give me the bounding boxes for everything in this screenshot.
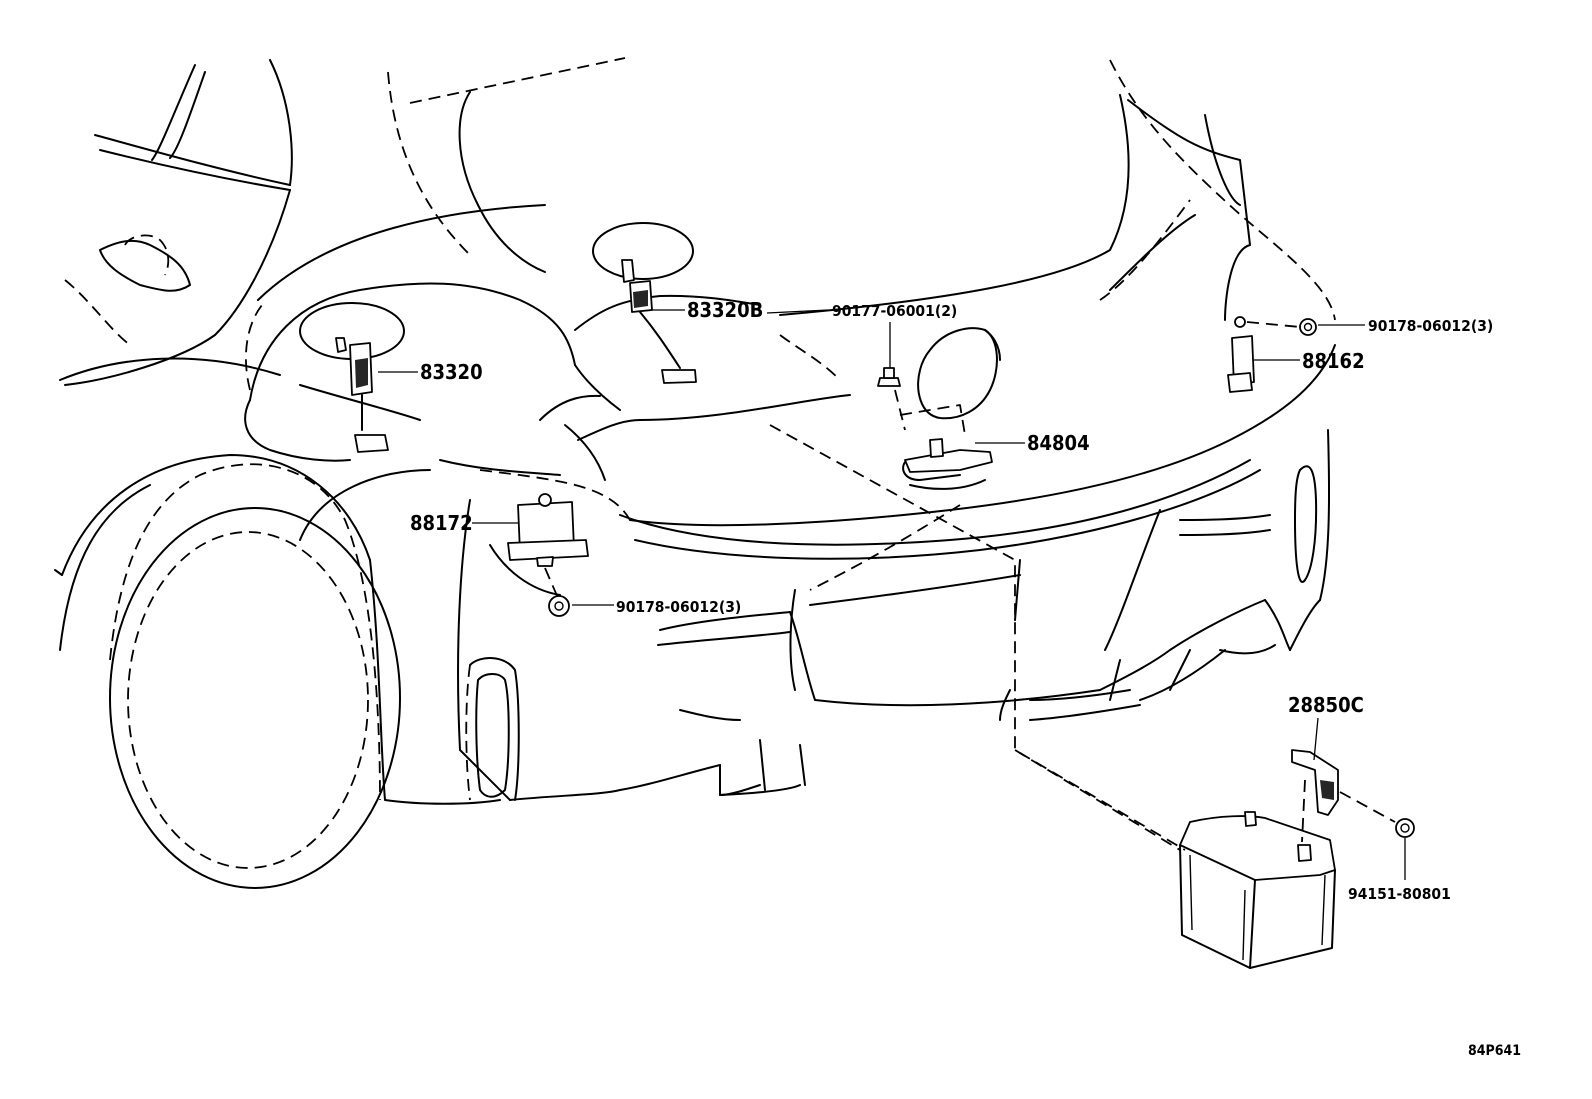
part-90178-nut-right (1299, 318, 1317, 336)
label-90178-06012-right: 90178-06012(3) (1368, 317, 1493, 335)
leader-lines (378, 309, 1406, 880)
label-84804: 84804 (1027, 431, 1090, 455)
battery (1179, 811, 1336, 969)
part-83320-sender (299, 302, 405, 453)
part-83320b-sender (592, 222, 697, 384)
part-88162-module (1227, 316, 1301, 393)
part-94151-nut (1395, 818, 1415, 838)
diagram-code: 84P641 (1468, 1043, 1521, 1059)
part-labels: 83320B 83320 90177-06001(2) 90178-06012(… (410, 298, 1521, 1059)
label-90178-06012-left: 90178-06012(3) (616, 598, 741, 616)
label-88172: 88172 (410, 511, 473, 535)
part-88172-module (489, 493, 589, 599)
part-28850c-sensor (1291, 749, 1396, 843)
label-28850c: 28850C (1288, 693, 1364, 717)
label-94151-80801: 94151-80801 (1348, 885, 1451, 903)
part-84804-switch (894, 389, 993, 490)
label-88162: 88162 (1302, 349, 1365, 373)
label-83320: 83320 (420, 360, 483, 384)
part-90178-nut-left (548, 595, 570, 617)
label-90177-06001: 90177-06001(2) (832, 302, 957, 320)
label-83320b: 83320B (687, 298, 763, 322)
part-90177-clip (877, 367, 901, 387)
vehicle-body-outline (54, 57, 1336, 889)
